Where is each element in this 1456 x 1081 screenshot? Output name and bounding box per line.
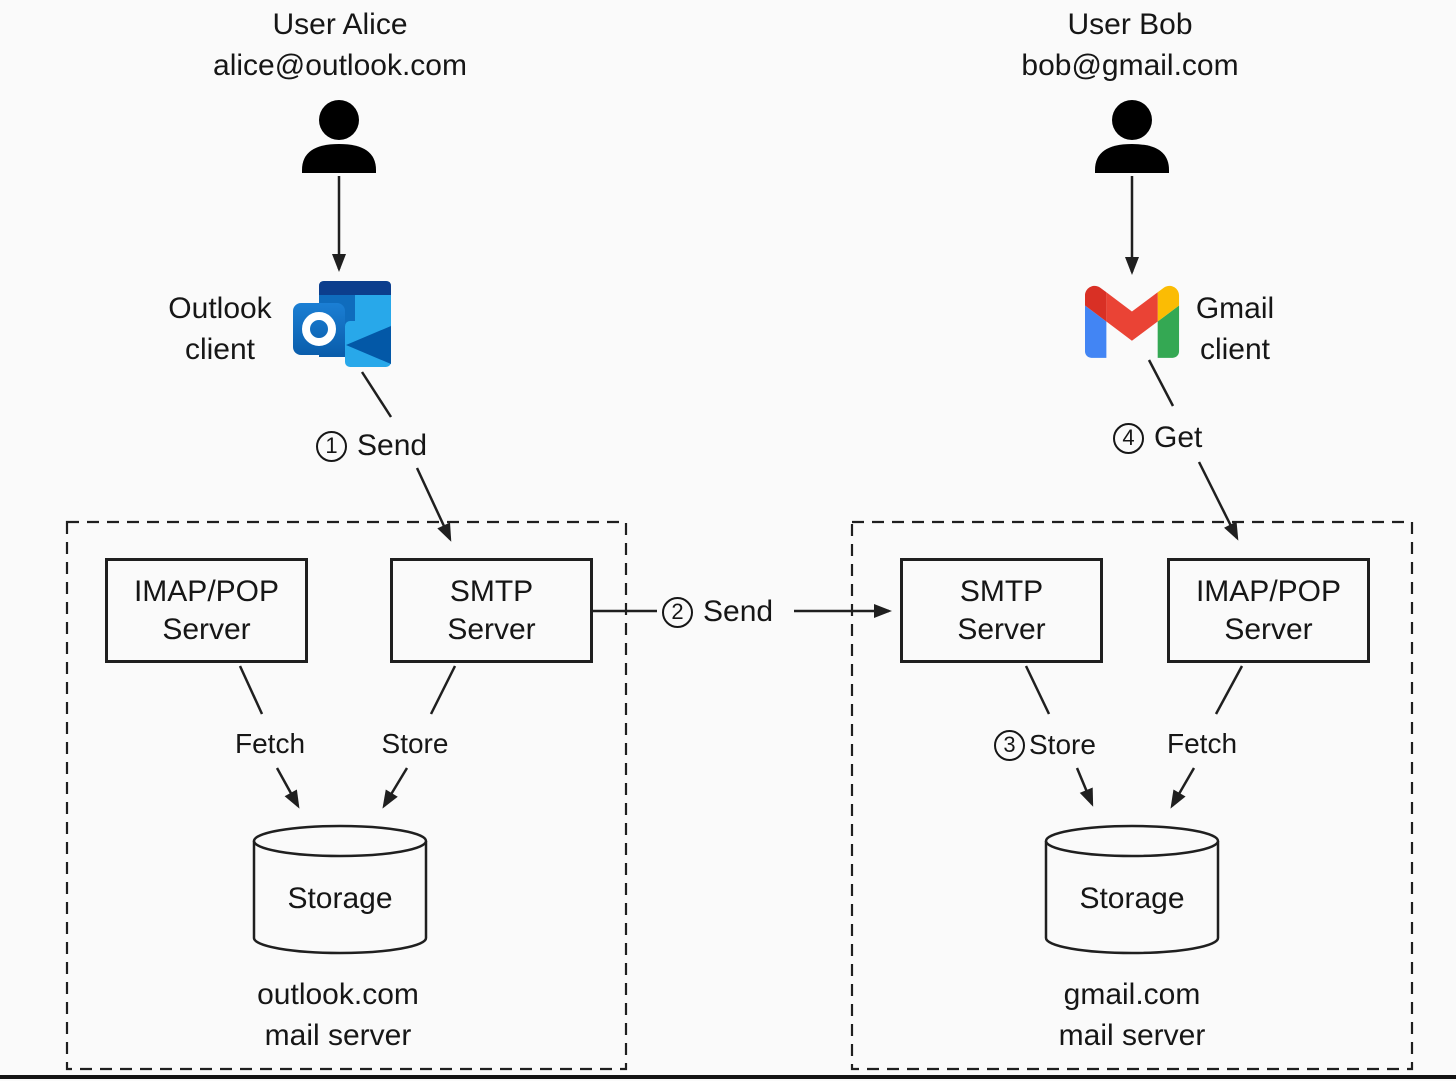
- fetch-to-storage-arrow-left: [275, 767, 300, 809]
- bob-user-icon: [1095, 100, 1169, 173]
- outlook-mailserver-caption: outlook.com mail server: [188, 974, 488, 1056]
- step2-number-badge: 2: [662, 596, 693, 628]
- imap-to-fetch-line-right: [1214, 665, 1244, 715]
- outlook-smtp-line1: SMTP: [449, 574, 534, 608]
- alice-user-label: User Alice alice@outlook.com: [140, 4, 540, 86]
- gmail-smtp-line1: SMTP: [959, 574, 1044, 608]
- outlook-mailserver-dashed-box: [65, 520, 628, 1071]
- bottom-border-line: [0, 1075, 1456, 1079]
- outlook-client-line1: Outlook: [168, 292, 272, 325]
- smtp-to-store-line-right: [1024, 665, 1051, 715]
- gmail-imap-line1: IMAP/POP: [1195, 574, 1342, 608]
- gmail-logo-icon: [1085, 285, 1180, 358]
- gmail-storage-label: Storage: [1079, 882, 1185, 915]
- outlook-fetch-label: Fetch: [234, 728, 306, 759]
- gmail-imap-pop-server-box: IMAP/POP Server: [1167, 558, 1370, 663]
- outlook-imap-line2: Server: [162, 612, 251, 646]
- outlook-store-label: Store: [381, 728, 449, 759]
- gmail-imap-line2: Server: [1224, 612, 1313, 646]
- outlook-smtp-line2: Server: [447, 612, 536, 646]
- outlook-smtp-server-box: SMTP Server: [390, 558, 593, 663]
- alice-email: alice@outlook.com: [213, 49, 467, 82]
- gmail-mailserver-dashed-box: [850, 520, 1414, 1071]
- step4-number-badge: 4: [1113, 422, 1144, 454]
- outlook-storage-cylinder: [252, 824, 428, 955]
- step3-store-label: 3 Store: [994, 729, 1096, 761]
- gmail-client-line1: Gmail: [1195, 292, 1275, 325]
- step3-number-badge: 3: [994, 729, 1025, 761]
- store-to-storage-arrow-right: [1075, 767, 1094, 807]
- step1-text: Send: [357, 429, 428, 462]
- gmail-storage-cylinder: [1044, 824, 1220, 955]
- store-to-storage-arrow-left: [382, 767, 409, 809]
- smtp-to-store-line-left: [429, 665, 457, 715]
- gmail-client-label: Gmail client: [1185, 288, 1285, 370]
- imap-to-fetch-line-left: [238, 665, 264, 715]
- step3-text: Store: [1029, 729, 1096, 760]
- gmail-client-line2: client: [1199, 333, 1271, 366]
- step4-get-label: 4 Get: [1113, 421, 1202, 455]
- outlook-caption-line1: outlook.com: [257, 978, 419, 1011]
- outlook-storage-label: Storage: [287, 882, 393, 915]
- outlook-caption-line2: mail server: [264, 1019, 412, 1052]
- get4-to-imap-arrow: [1197, 461, 1239, 541]
- alice-name: User Alice: [272, 8, 408, 41]
- alice-user-icon: [302, 100, 376, 173]
- gmail-caption-line1: gmail.com: [1063, 978, 1201, 1011]
- gmail-caption-line2: mail server: [1058, 1019, 1206, 1052]
- send1-to-smtp-arrow: [415, 467, 452, 542]
- bob-user-label: User Bob bob@gmail.com: [930, 4, 1330, 86]
- gmail-to-get4-line: [1147, 359, 1175, 407]
- gmail-smtp-server-box: SMTP Server: [900, 558, 1103, 663]
- outlook-client-label: Outlook client: [120, 288, 320, 370]
- diagram-edges: [238, 176, 1244, 809]
- outlook-imap-pop-server-box: IMAP/POP Server: [105, 558, 308, 663]
- outlook-imap-line1: IMAP/POP: [133, 574, 280, 608]
- step4-text: Get: [1154, 421, 1203, 454]
- step2-send-label: 2 Send: [662, 595, 773, 629]
- step1-number-badge: 1: [316, 430, 347, 462]
- fetch-to-storage-arrow-right: [1170, 767, 1196, 809]
- gmail-mailserver-caption: gmail.com mail server: [982, 974, 1282, 1056]
- step2-text: Send: [703, 595, 774, 628]
- bob-name: User Bob: [1067, 8, 1193, 41]
- outlook-to-send1-line: [360, 371, 393, 418]
- outlook-logo-icon: [293, 281, 391, 367]
- gmail-smtp-line2: Server: [957, 612, 1046, 646]
- bob-email: bob@gmail.com: [1021, 49, 1239, 82]
- outlook-client-line2: client: [184, 333, 256, 366]
- gmail-fetch-label: Fetch: [1166, 728, 1238, 759]
- step1-send-label: 1 Send: [316, 429, 427, 463]
